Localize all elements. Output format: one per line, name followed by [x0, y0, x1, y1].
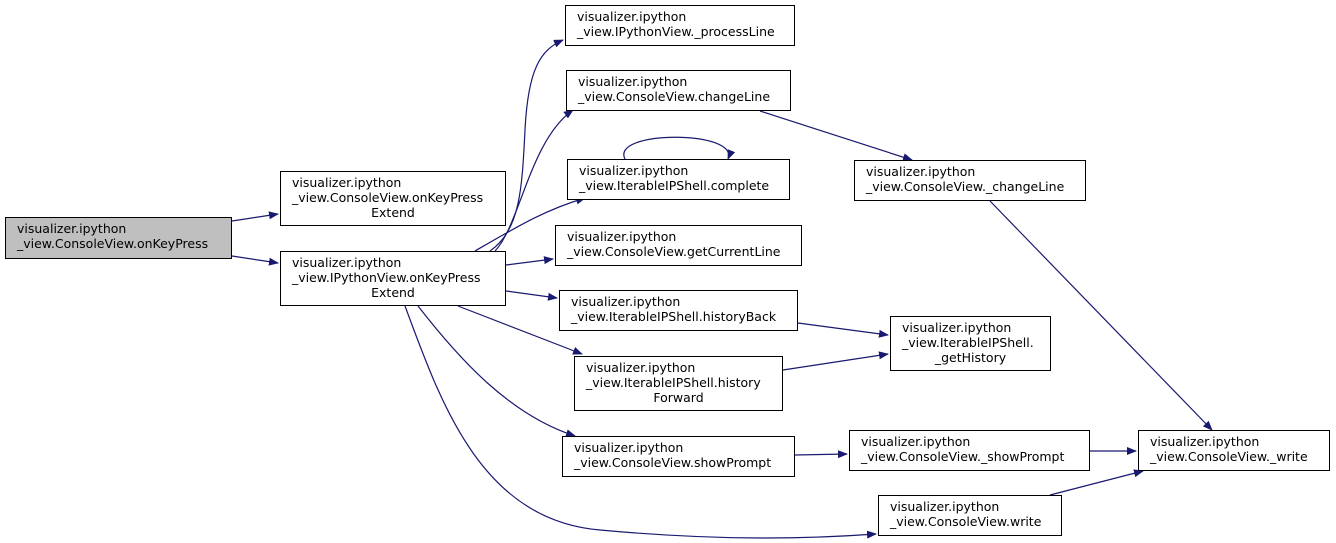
- node-label: visualizer.ipython: [292, 175, 402, 190]
- node-label: Extend: [371, 205, 415, 220]
- node-label: _view.IterableIPShell.: [902, 335, 1034, 350]
- edge-changeLine-to-_changeLine: [759, 110, 913, 162]
- edge-ipv_onKeyPressExtend-to-write: [404, 305, 877, 539]
- edge-complete-to-complete: [623, 136, 736, 160]
- node-consoleview-_write[interactable]: visualizer.ipython _view.ConsoleView._wr…: [1138, 430, 1330, 471]
- node-label: visualizer.ipython: [890, 499, 1000, 514]
- node-label: _view.ConsoleView.onKeyPress: [17, 236, 209, 251]
- node-label: _view.ConsoleView.changeLine: [578, 89, 771, 104]
- node-label: Extend: [371, 285, 415, 300]
- node-label: visualizer.ipython: [571, 294, 681, 309]
- node-label: visualizer.ipython: [1150, 434, 1260, 449]
- node-consoleview-_changeline[interactable]: visualizer.ipython _view.ConsoleView._ch…: [854, 160, 1086, 201]
- edge-showPrompt-to-_showPrompt: [794, 450, 848, 459]
- node-label: _getHistory: [934, 350, 1007, 365]
- node-label: _view.ConsoleView._showPrompt: [861, 449, 1065, 464]
- node-label: _view.ConsoleView.write: [890, 514, 1042, 529]
- node-label: _view.IterableIPShell.historyBack: [571, 309, 777, 324]
- node-ipythonview-onkeypressextend[interactable]: visualizer.ipython _view.IPythonView.onK…: [280, 251, 506, 306]
- edge-write-to-_write: [1049, 469, 1144, 496]
- node-label: visualizer.ipython: [567, 229, 677, 244]
- node-consoleview-write[interactable]: visualizer.ipython _view.ConsoleView.wri…: [878, 495, 1062, 536]
- node-label: visualizer.ipython: [586, 360, 696, 375]
- edge-ipv_onKeyPressExtend-to-complete: [474, 196, 586, 252]
- node-label: _view.IterableIPShell.history: [586, 375, 761, 390]
- node-label: visualizer.ipython: [577, 9, 687, 24]
- node-label: visualizer.ipython: [861, 434, 971, 449]
- node-iterableipshell-complete[interactable]: visualizer.ipython _view.IterableIPShell…: [567, 159, 790, 200]
- node-label: _view.ConsoleView.getCurrentLine: [567, 244, 781, 259]
- node-label: _view.ConsoleView.onKeyPress: [292, 190, 484, 205]
- node-label: visualizer.ipython: [866, 164, 976, 179]
- node-label: _view.IPythonView.onKeyPress: [292, 270, 481, 285]
- node-iterableipshell-historyback[interactable]: visualizer.ipython _view.IterableIPShell…: [559, 290, 798, 331]
- edge-ipv_onKeyPressExtend-to-showPrompt: [417, 305, 576, 438]
- edge-ipv_onKeyPressExtend-to-historyForward: [457, 305, 583, 355]
- node-label: visualizer.ipython: [578, 74, 688, 89]
- edge-_changeLine-to-_write: [989, 200, 1213, 431]
- node-label: _view.IterableIPShell.complete: [579, 178, 770, 193]
- node-consoleview-_showprompt[interactable]: visualizer.ipython _view.ConsoleView._sh…: [849, 430, 1090, 471]
- node-label: visualizer.ipython: [574, 440, 684, 455]
- edge-ipv_onKeyPressExtend-to-getCurrentLine: [505, 256, 554, 266]
- node-label: _view.ConsoleView._write: [1150, 449, 1308, 464]
- node-label: _view.IPythonView._processLine: [577, 24, 775, 39]
- node-label: visualizer.ipython: [579, 163, 689, 178]
- node-consoleview-getcurrentline[interactable]: visualizer.ipython _view.ConsoleView.get…: [555, 225, 802, 266]
- edge-onKeyPress-to-ipv_onKeyPressExtend: [231, 255, 279, 266]
- node-label: visualizer.ipython: [17, 221, 127, 236]
- node-ipythonview-processline[interactable]: visualizer.ipython _view.IPythonView._pr…: [565, 5, 795, 46]
- node-consoleview-showprompt[interactable]: visualizer.ipython _view.ConsoleView.sho…: [562, 436, 795, 477]
- node-label: _view.ConsoleView._changeLine: [866, 179, 1065, 194]
- node-label: visualizer.ipython: [902, 320, 1012, 335]
- node-label: visualizer.ipython: [292, 255, 402, 270]
- edge-historyForward-to-_getHistory: [782, 351, 889, 371]
- node-iterableipshell-historyforward[interactable]: visualizer.ipython _view.IterableIPShell…: [574, 356, 783, 411]
- edge-historyBack-to-_getHistory: [797, 322, 889, 338]
- node-label: Forward: [653, 390, 704, 405]
- node-consoleview-changeline[interactable]: visualizer.ipython _view.ConsoleView.cha…: [566, 70, 791, 111]
- node-label: _view.ConsoleView.showPrompt: [574, 455, 772, 470]
- edge-ipv_onKeyPressExtend-to-historyBack: [505, 290, 558, 301]
- node-consoleview-onkeypress[interactable]: visualizer.ipython _view.ConsoleView.onK…: [5, 217, 232, 259]
- node-consoleview-onkeypressextend[interactable]: visualizer.ipython _view.ConsoleView.onK…: [280, 171, 506, 226]
- node-iterableipshell-_gethistory[interactable]: visualizer.ipython _view.IterableIPShell…: [890, 316, 1051, 371]
- edge-onKeyPress-to-cv_onKeyPressExtend: [231, 211, 279, 222]
- edge-ipv_onKeyPressExtend-to-changeLine: [494, 109, 574, 252]
